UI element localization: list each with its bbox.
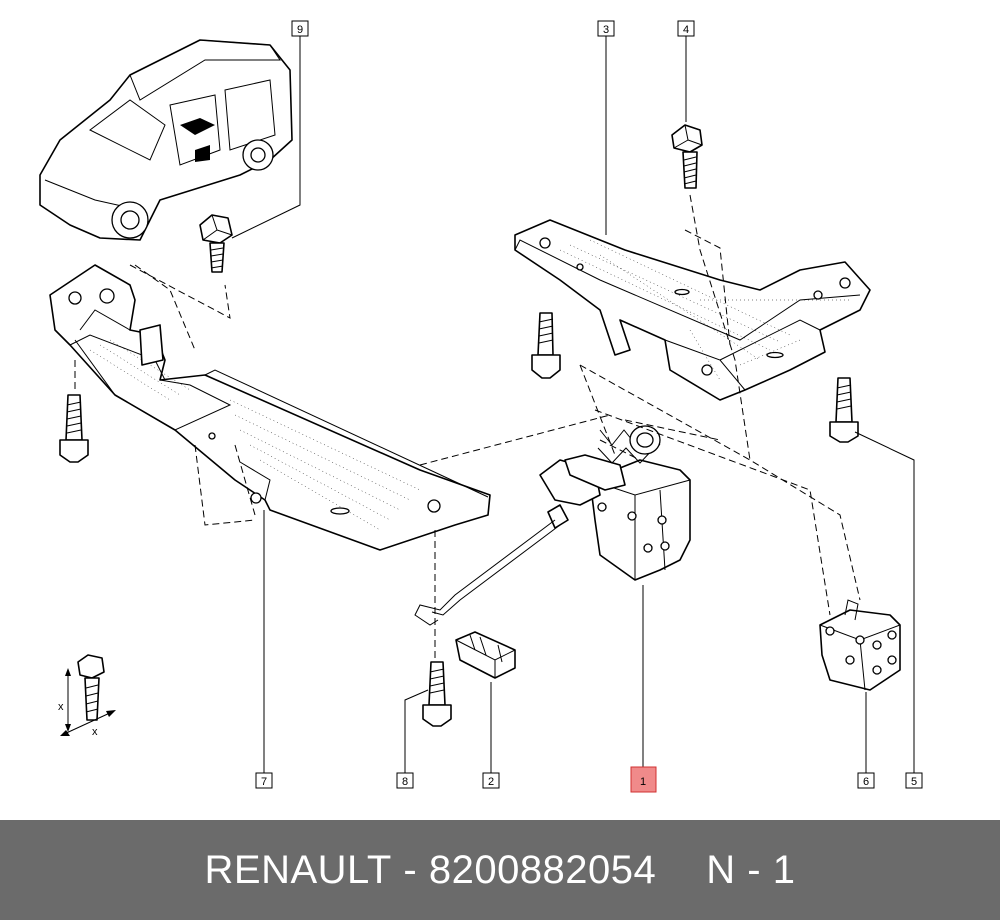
callout-8-label: 8 bbox=[402, 776, 408, 788]
leader-lines bbox=[231, 36, 915, 773]
vehicle-thumbnail bbox=[39, 39, 293, 241]
screw-part-5 bbox=[829, 377, 859, 443]
callout-3[interactable]: 3 bbox=[597, 20, 615, 37]
screw-part-8 bbox=[422, 661, 452, 727]
right-bracket-part-3 bbox=[514, 219, 871, 401]
callout-9[interactable]: 9 bbox=[291, 20, 309, 37]
callout-8[interactable]: 8 bbox=[396, 772, 414, 789]
brand-name: RENAULT bbox=[204, 847, 392, 892]
brand-separator: - bbox=[403, 847, 418, 892]
part-number: 8200882054 bbox=[428, 847, 657, 892]
striker-plate-part-6 bbox=[819, 599, 901, 691]
callout-3-label: 3 bbox=[603, 24, 609, 36]
dimension-label-diagonal: x bbox=[92, 726, 98, 738]
callouts: 9 3 4 7 8 2 1 6 bbox=[255, 20, 923, 793]
callout-6[interactable]: 6 bbox=[857, 772, 875, 789]
callout-2-label: 2 bbox=[488, 776, 494, 788]
callout-4[interactable]: 4 bbox=[677, 20, 695, 37]
lock-mechanism-part-1 bbox=[414, 425, 691, 626]
callout-5-label: 5 bbox=[911, 776, 917, 788]
screw-right-bracket bbox=[531, 312, 561, 379]
callout-4-label: 4 bbox=[683, 24, 689, 36]
callout-5[interactable]: 5 bbox=[905, 772, 923, 789]
dimension-label-vertical: x bbox=[58, 701, 64, 713]
position-label: N - 1 bbox=[706, 847, 796, 892]
callout-2[interactable]: 2 bbox=[482, 772, 500, 789]
callout-7-label: 7 bbox=[261, 776, 267, 788]
left-bracket-part-7 bbox=[49, 264, 491, 551]
callout-6-label: 6 bbox=[863, 776, 869, 788]
assembly-lines bbox=[74, 194, 861, 660]
parts-diagram: x x 9 3 4 7 8 2 1 bbox=[39, 20, 923, 793]
dimension-symbol: x x bbox=[58, 654, 116, 738]
callout-9-label: 9 bbox=[297, 24, 303, 36]
bolt-part-9 bbox=[199, 214, 233, 273]
callout-1-label: 1 bbox=[640, 776, 646, 788]
part-footer-bar: RENAULT - 8200882054 N - 1 bbox=[0, 820, 1000, 920]
callout-7[interactable]: 7 bbox=[255, 772, 273, 789]
bolt-part-4 bbox=[671, 124, 703, 189]
clip-part-2 bbox=[455, 631, 516, 679]
callout-1-highlighted[interactable]: 1 bbox=[630, 766, 657, 793]
screw-left bbox=[59, 394, 89, 463]
